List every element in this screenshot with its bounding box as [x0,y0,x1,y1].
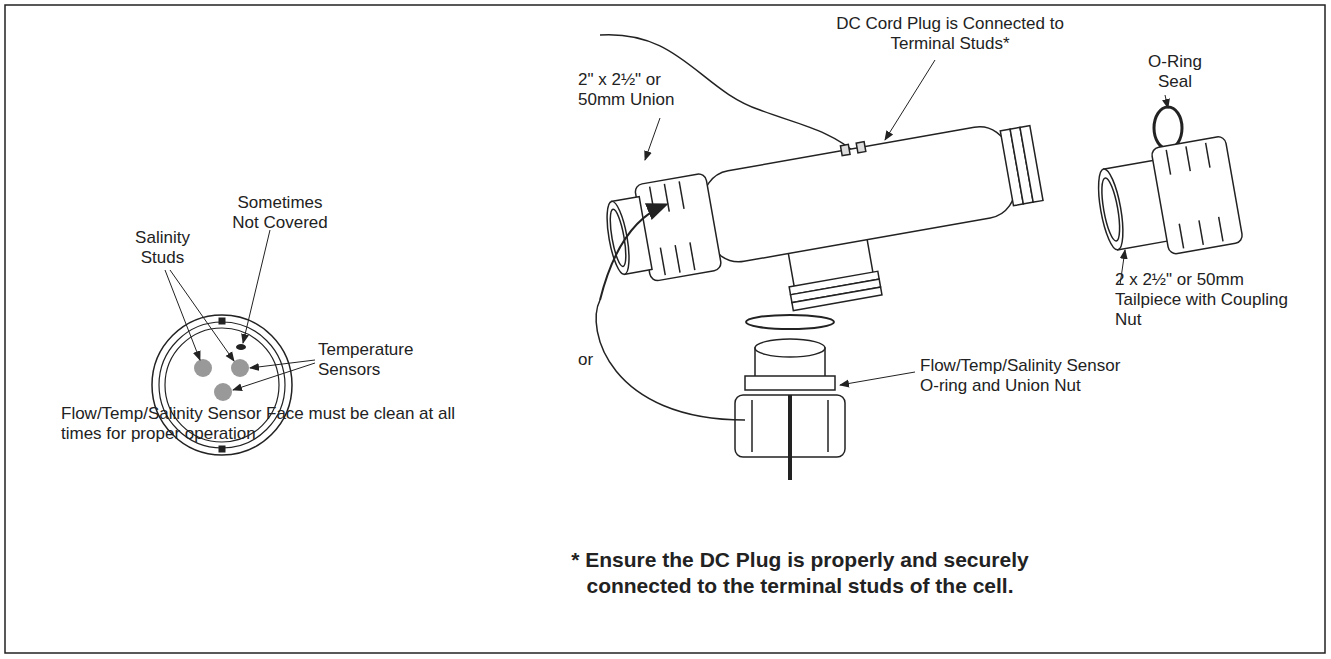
o-ring [1154,107,1182,149]
callout-label: O-Ring Seal [1140,52,1210,92]
leader-lines [165,60,1168,390]
caption-note: * Ensure the DC Plug is properly and sec… [555,547,1045,599]
callout-label: Sometimes Not Covered [230,193,330,233]
tailpiece [1092,136,1244,266]
swap-arrow [596,300,745,420]
sensor-assembly [735,315,845,480]
callout-label: Temperature Sensors [318,340,418,380]
swap-arrow [600,205,665,300]
part-label: 2 x 2½" or 50mm Tailpiece with Coupling … [1115,270,1305,330]
callout-label: Salinity Studs [125,228,200,268]
callout-label: DC Cord Plug is Connected to Terminal St… [830,14,1070,54]
callout-label: or [578,350,618,370]
part-label: 2" x 2½" or 50mm Union [578,70,678,110]
cell-body [600,113,1054,340]
frame-border [5,5,1325,653]
note-text: Flow/Temp/Salinity Sensor Face must be c… [61,404,481,444]
part-label: Flow/Temp/Salinity Sensor O-ring and Uni… [920,356,1135,396]
